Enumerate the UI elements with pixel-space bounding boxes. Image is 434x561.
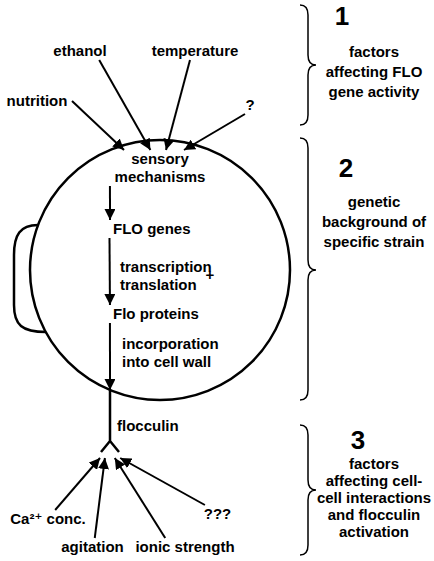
arrow-connector — [109, 238, 111, 305]
factor-label: Ca²⁺ conc. — [8, 510, 88, 528]
flocculin-label: flocculin — [95, 390, 185, 458]
node-text: flocculin — [117, 417, 185, 435]
process-step: FLO genes — [105, 220, 205, 238]
edge-label: incorporation into cell wall — [122, 335, 237, 371]
arrow-connector — [109, 186, 111, 220]
yeast-cell — [30, 140, 290, 400]
arrow-connector — [109, 323, 111, 390]
section-note: genetic background of specific strain — [316, 192, 432, 252]
arrow-connector — [72, 101, 124, 150]
factor-label: agitation — [55, 538, 130, 556]
process-step: sensory mechanisms — [100, 150, 220, 186]
edge-label: transcription translation — [120, 258, 210, 294]
section-note: factors affecting FLO gene activity — [316, 42, 432, 102]
section-number: 3 — [338, 424, 378, 456]
process-step: Flo proteins — [105, 305, 215, 323]
node-text: temperature — [145, 42, 245, 60]
node-text: ionic strength — [130, 538, 240, 556]
arrow-connector — [99, 60, 150, 150]
section-number: 2 — [326, 152, 366, 184]
section-number: 1 — [322, 0, 362, 32]
section-note: factors affecting cell-cell interactions… — [316, 455, 432, 540]
node-text: Ca²⁺ conc. — [8, 510, 88, 528]
curly-bracket — [300, 5, 316, 125]
arrow-connector — [166, 60, 190, 150]
factor-label: temperature — [145, 42, 245, 60]
factor-label: ??? — [200, 505, 235, 523]
node-text: ??? — [200, 505, 235, 523]
arrow-connector — [120, 458, 205, 505]
node-text: sensory mechanisms — [100, 150, 220, 186]
curly-bracket — [300, 138, 316, 400]
node-text: nutrition — [2, 92, 72, 110]
node-text: Flo proteins — [113, 305, 215, 323]
node-text: ethanol — [48, 42, 112, 60]
node-text: ? — [240, 96, 260, 114]
curly-bracket — [300, 425, 316, 555]
factor-label: ionic strength — [130, 538, 240, 556]
flocculin-stalk — [101, 390, 119, 452]
arrow-connector — [184, 114, 245, 150]
factor-label: ethanol — [48, 42, 112, 60]
node-text: FLO genes — [113, 220, 205, 238]
node-text: agitation — [55, 538, 130, 556]
factor-label: nutrition — [2, 92, 72, 110]
arrow-connector — [55, 458, 100, 510]
factor-label: ? — [240, 96, 260, 114]
cell-bud — [14, 225, 46, 332]
arrow-connector — [95, 458, 105, 538]
